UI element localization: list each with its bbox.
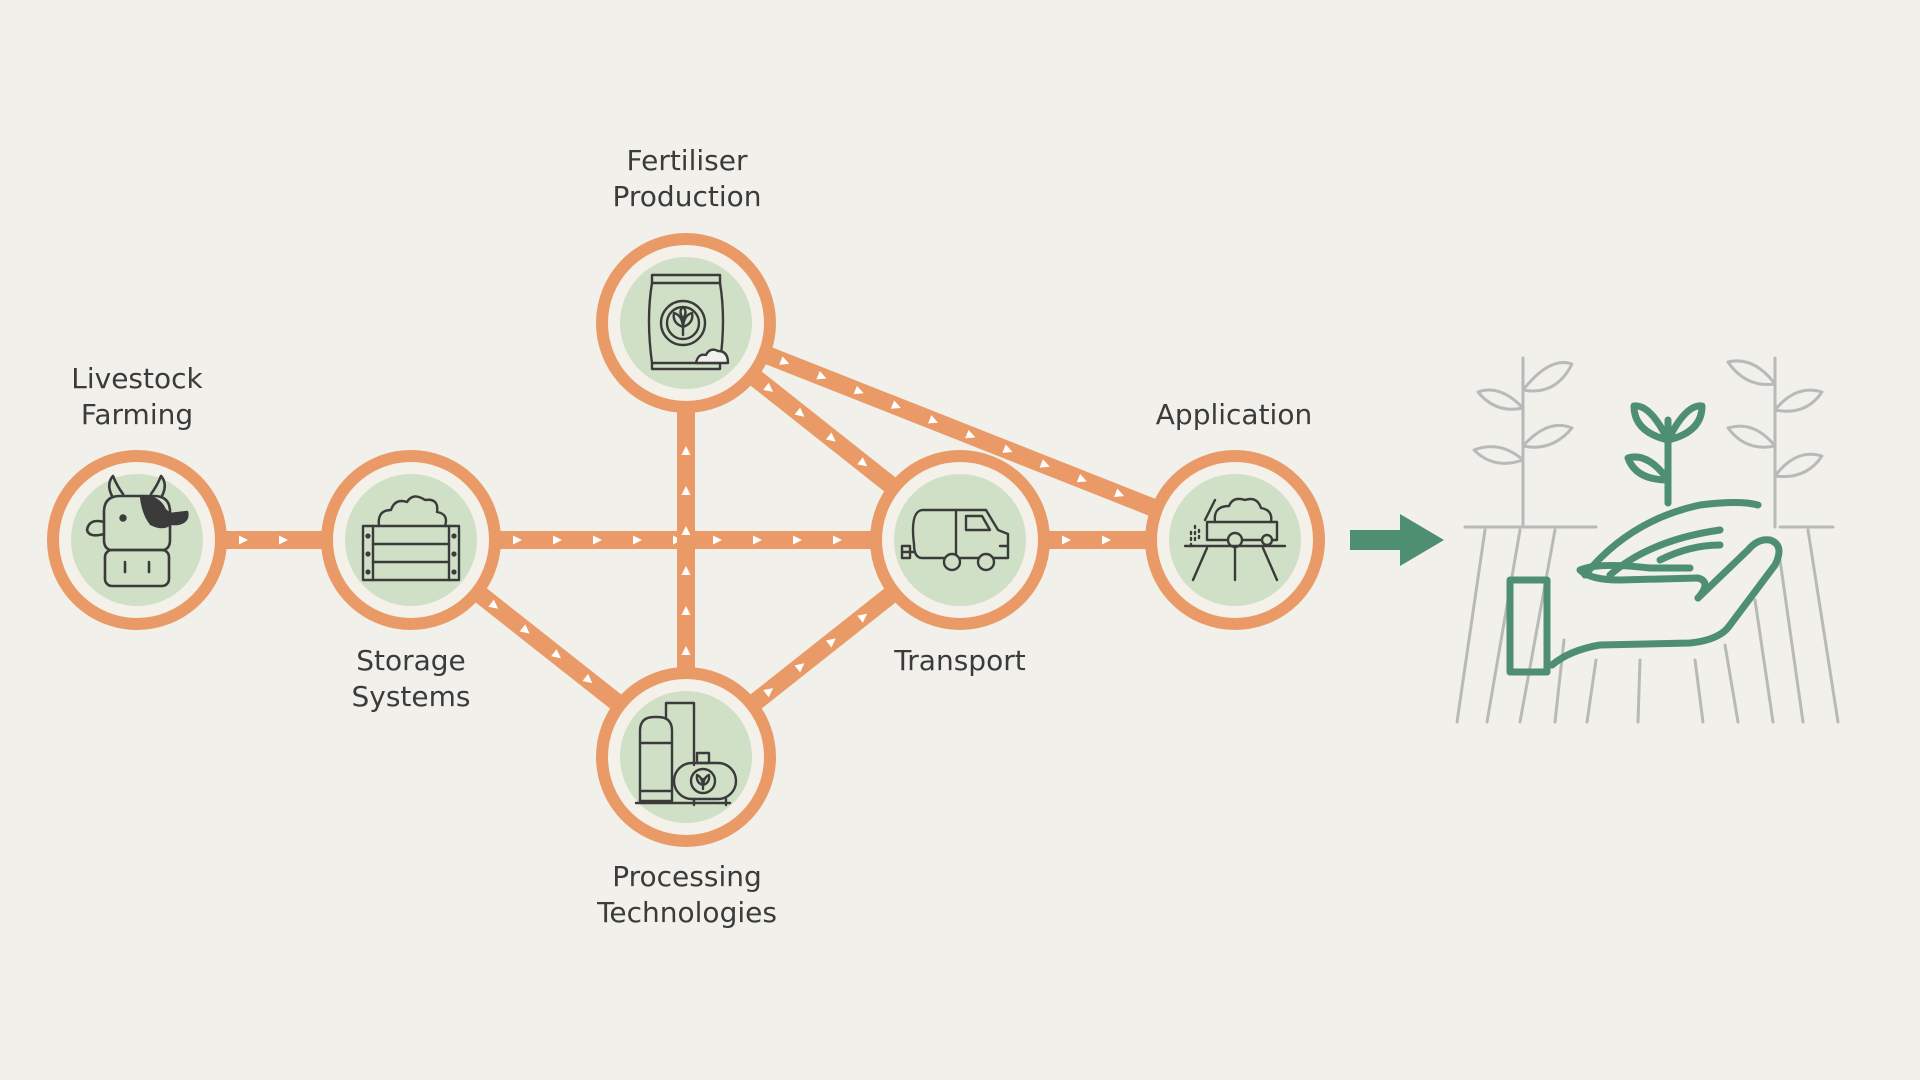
label-fertiliser-production: Fertiliser Production (612, 144, 762, 213)
fertiliser-bag-icon (647, 273, 730, 371)
node-transport (870, 450, 1050, 630)
label-storage-systems: Storage Systems (351, 644, 471, 713)
storage-crate-icon (361, 495, 461, 582)
processing-plant-icon (634, 701, 738, 807)
node-storage (321, 450, 501, 630)
label-transport: Transport (894, 644, 1026, 677)
node-livestock (47, 450, 227, 630)
label-application: Application (1155, 398, 1313, 431)
node-fertiliser (596, 233, 776, 413)
arrow-right-icon (1350, 514, 1444, 566)
label-livestock-farming: Livestock Farming (71, 362, 203, 431)
hand-holding-seedling-icon (1455, 356, 1840, 724)
truck-icon (900, 508, 1010, 572)
spreader-icon (1183, 497, 1287, 582)
cow-icon (85, 474, 189, 588)
connector-fertiliser-application (682, 314, 1239, 549)
node-processing (596, 667, 776, 847)
label-processing-technologies: Processing Technologies (597, 860, 777, 929)
